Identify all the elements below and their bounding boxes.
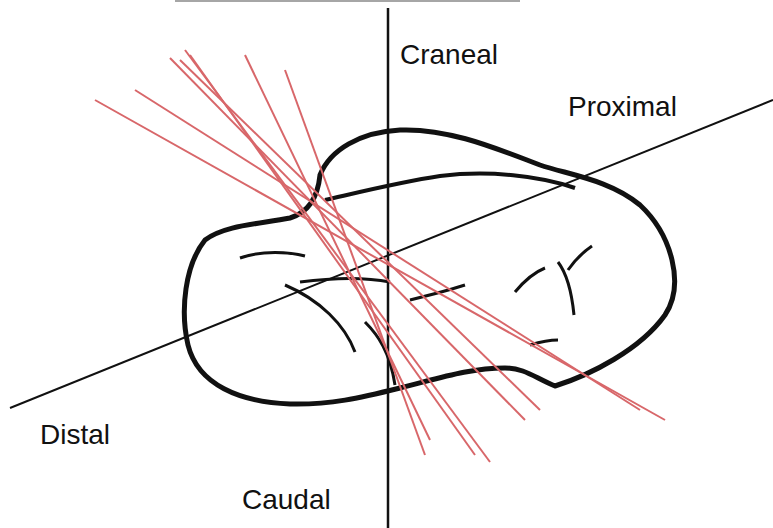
bone-detail — [558, 262, 574, 315]
bone-detail — [568, 246, 592, 270]
bone-detail — [515, 268, 545, 292]
axis-label: Caudal — [240, 485, 333, 516]
bone-detail — [300, 278, 390, 282]
bone-detail — [240, 253, 305, 259]
axis-label: Craneal — [398, 40, 500, 71]
bone-outline — [184, 130, 674, 404]
vertical-axis — [387, 8, 390, 528]
bone-detail — [285, 285, 355, 352]
top-rule — [175, 0, 520, 2]
axis-label: Proximal — [566, 92, 679, 123]
axis-label: Distal — [38, 420, 112, 451]
